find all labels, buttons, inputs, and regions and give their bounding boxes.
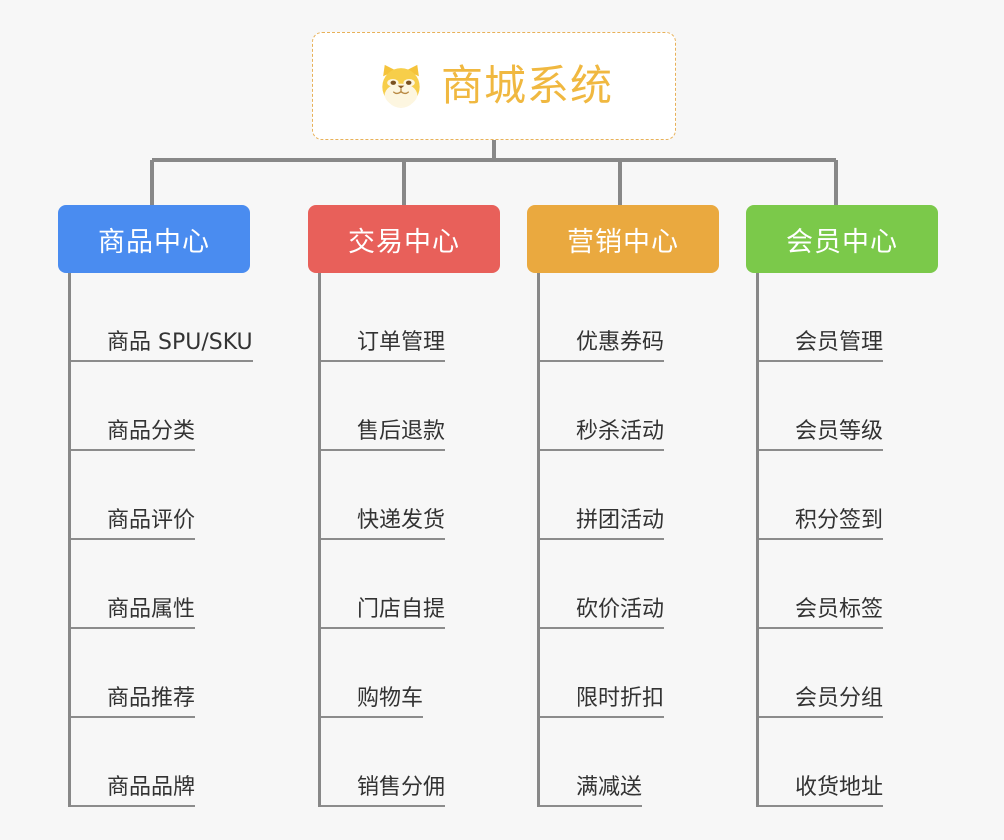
- list-item[interactable]: 拼团活动: [539, 451, 719, 541]
- leaf-label: 销售分佣: [357, 774, 446, 800]
- leaf-underline: 秒杀活动: [539, 418, 665, 452]
- branch-header-label-0: 商品中心: [98, 226, 210, 258]
- leaf-underline: 会员标签: [758, 596, 884, 630]
- list-item[interactable]: 订单管理: [320, 273, 500, 363]
- branch-column-交易中心: 交易中心 订单管理 售后退款 快递发货 门店自提 购物车 销售分佣: [308, 205, 500, 808]
- branch-body-3: 会员管理 会员等级 积分签到 会员标签 会员分组 收货地址: [756, 273, 938, 808]
- leaf-underline: 商品属性: [70, 596, 196, 630]
- leaf-underline: 会员等级: [758, 418, 884, 452]
- leaf-underline: 商品品牌: [70, 774, 196, 808]
- shiba-dog-emoji-icon: [382, 64, 420, 108]
- list-item[interactable]: 收货地址: [758, 718, 938, 808]
- leaf-underline: 会员分组: [758, 685, 884, 719]
- leaf-label: 限时折扣: [576, 685, 665, 711]
- leaf-underline: 销售分佣: [320, 774, 446, 808]
- branch-header-1[interactable]: 交易中心: [308, 205, 500, 273]
- leaf-label: 商品分类: [107, 418, 196, 444]
- leaf-underline: 拼团活动: [539, 507, 665, 541]
- list-item[interactable]: 限时折扣: [539, 629, 719, 719]
- leaf-label: 订单管理: [357, 329, 446, 355]
- list-item[interactable]: 售后退款: [320, 362, 500, 452]
- list-item[interactable]: 会员分组: [758, 629, 938, 719]
- leaf-label: 会员等级: [795, 418, 884, 444]
- leaf-underline: 商品 SPU/SKU: [71, 329, 253, 363]
- list-item[interactable]: 商品品牌: [70, 718, 250, 808]
- leaf-label: 商品品牌: [107, 774, 196, 800]
- list-item[interactable]: 积分签到: [758, 451, 938, 541]
- leaf-label: 秒杀活动: [576, 418, 665, 444]
- leaf-underline: 售后退款: [320, 418, 446, 452]
- branch-header-3[interactable]: 会员中心: [746, 205, 938, 273]
- list-item[interactable]: 优惠券码: [539, 273, 719, 363]
- leaf-label: 满减送: [576, 774, 643, 800]
- branch-body-2: 优惠券码 秒杀活动 拼团活动 砍价活动 限时折扣 满减送: [537, 273, 719, 808]
- leaf-underline: 优惠券码: [539, 329, 665, 363]
- leaf-underline: 商品推荐: [70, 685, 196, 719]
- leaf-label: 砍价活动: [576, 596, 665, 622]
- list-item[interactable]: 商品分类: [70, 362, 250, 452]
- list-item[interactable]: 门店自提: [320, 540, 500, 630]
- leaf-underline: 门店自提: [320, 596, 446, 630]
- leaf-underline: 满减送: [539, 774, 643, 808]
- leaf-label: 优惠券码: [576, 329, 665, 355]
- leaf-underline: 限时折扣: [539, 685, 665, 719]
- root-node[interactable]: 商城系统: [312, 32, 676, 140]
- leaf-underline: 订单管理: [320, 329, 446, 363]
- leaf-label: 会员分组: [795, 685, 884, 711]
- list-item[interactable]: 会员管理: [758, 273, 938, 363]
- list-item[interactable]: 会员等级: [758, 362, 938, 452]
- branch-body-1: 订单管理 售后退款 快递发货 门店自提 购物车 销售分佣: [318, 273, 500, 808]
- leaf-underline: 购物车: [320, 685, 424, 719]
- leaf-label: 收货地址: [795, 774, 884, 800]
- branch-header-0[interactable]: 商品中心: [58, 205, 250, 273]
- leaf-underline: 商品评价: [70, 507, 196, 541]
- branch-body-0: 商品 SPU/SKU 商品分类 商品评价 商品属性 商品推荐 商品品牌: [68, 273, 253, 808]
- leaf-underline: 积分签到: [758, 507, 884, 541]
- leaf-label: 会员管理: [795, 329, 884, 355]
- branch-header-2[interactable]: 营销中心: [527, 205, 719, 273]
- leaf-label: 会员标签: [795, 596, 884, 622]
- branch-header-label-3: 会员中心: [786, 226, 898, 258]
- leaf-label: 商品评价: [107, 507, 196, 533]
- leaf-label: 商品 SPU/SKU: [107, 329, 253, 355]
- branch-column-商品中心: 商品中心 商品 SPU/SKU 商品分类 商品评价 商品属性 商品推荐 商品品牌: [58, 205, 253, 808]
- list-item[interactable]: 快递发货: [320, 451, 500, 541]
- leaf-label: 商品推荐: [107, 685, 196, 711]
- branch-header-label-2: 营销中心: [567, 226, 679, 258]
- leaf-underline: 商品分类: [70, 418, 196, 452]
- list-item[interactable]: 商品属性: [70, 540, 250, 630]
- leaf-label: 购物车: [357, 685, 424, 711]
- branch-column-营销中心: 营销中心 优惠券码 秒杀活动 拼团活动 砍价活动 限时折扣 满减送: [527, 205, 719, 808]
- list-item[interactable]: 商品 SPU/SKU: [71, 273, 253, 363]
- root-title: 商城系统: [440, 61, 613, 110]
- leaf-label: 售后退款: [357, 418, 446, 444]
- list-item[interactable]: 满减送: [539, 718, 719, 808]
- leaf-label: 快递发货: [357, 507, 446, 533]
- leaf-label: 积分签到: [795, 507, 884, 533]
- leaf-underline: 收货地址: [758, 774, 884, 808]
- leaf-label: 商品属性: [107, 596, 196, 622]
- list-item[interactable]: 购物车: [320, 629, 500, 719]
- branch-column-会员中心: 会员中心 会员管理 会员等级 积分签到 会员标签 会员分组 收货地址: [746, 205, 938, 808]
- list-item[interactable]: 秒杀活动: [539, 362, 719, 452]
- leaf-label: 门店自提: [357, 596, 446, 622]
- leaf-underline: 会员管理: [758, 329, 884, 363]
- list-item[interactable]: 商品推荐: [70, 629, 250, 719]
- leaf-underline: 快递发货: [320, 507, 446, 541]
- branch-header-label-1: 交易中心: [348, 226, 460, 258]
- list-item[interactable]: 商品评价: [70, 451, 250, 541]
- list-item[interactable]: 销售分佣: [320, 718, 500, 808]
- leaf-underline: 砍价活动: [539, 596, 665, 630]
- list-item[interactable]: 砍价活动: [539, 540, 719, 630]
- list-item[interactable]: 会员标签: [758, 540, 938, 630]
- leaf-label: 拼团活动: [576, 507, 665, 533]
